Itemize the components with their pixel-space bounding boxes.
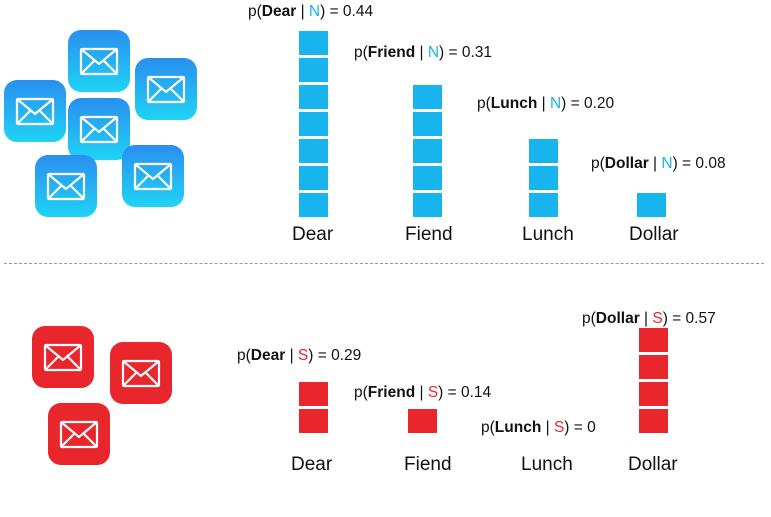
bar-block-lunch-normal: [529, 139, 558, 163]
bar-block-dear-normal: [299, 139, 328, 163]
prob-label-lunch-spam: p(Lunch | S) = 0: [481, 419, 596, 436]
section-divider: [4, 263, 764, 264]
word-label-lunch-spam: Lunch: [521, 454, 573, 475]
mail-envelope-icon: [68, 30, 130, 92]
word-label-fiend-normal: Fiend: [405, 224, 453, 245]
bar-block-dear-spam: [299, 382, 328, 406]
word-label-lunch-normal: Lunch: [522, 224, 574, 245]
bar-block-fiend-normal: [413, 193, 442, 217]
bar-block-lunch-normal: [529, 193, 558, 217]
mail-envelope-icon: [48, 403, 110, 465]
prob-label-lunch-normal: p(Lunch | N) = 0.20: [477, 95, 615, 112]
prob-label-dollar-spam: p(Dollar | S) = 0.57: [582, 310, 716, 327]
mail-envelope-icon: [35, 155, 97, 217]
prob-label-dear-normal: p(Dear | N) = 0.44: [248, 3, 374, 20]
bar-block-fiend-spam: [408, 409, 437, 433]
bar-block-fiend-normal: [413, 85, 442, 109]
mail-envelope-icon: [68, 98, 130, 160]
bar-block-fiend-normal: [413, 166, 442, 190]
bar-block-fiend-normal: [413, 139, 442, 163]
mail-envelope-icon: [135, 58, 197, 120]
mail-envelope-icon: [32, 326, 94, 388]
word-label-dear-normal: Dear: [292, 224, 334, 245]
prob-label-dollar-normal: p(Dollar | N) = 0.08: [591, 155, 726, 172]
bar-block-dollar-spam: [639, 382, 668, 406]
bar-block-dear-normal: [299, 193, 328, 217]
mail-envelope-icon: [122, 145, 184, 207]
bar-block-dear-normal: [299, 166, 328, 190]
prob-label-friend-spam: p(Friend | S) = 0.14: [354, 384, 492, 401]
word-label-fiend-spam: Fiend: [404, 454, 452, 475]
bar-block-dollar-spam: [639, 355, 668, 379]
bar-block-dollar-spam: [639, 328, 668, 352]
word-label-dollar-spam: Dollar: [628, 454, 678, 475]
bar-block-dear-spam: [299, 409, 328, 433]
bar-block-fiend-normal: [413, 112, 442, 136]
bar-block-dear-normal: [299, 85, 328, 109]
bar-block-dollar-spam: [639, 409, 668, 433]
prob-label-friend-normal: p(Friend | N) = 0.31: [354, 44, 493, 61]
bar-block-dear-normal: [299, 58, 328, 82]
bar-block-dollar-normal: [637, 193, 666, 217]
prob-label-dear-spam: p(Dear | S) = 0.29: [237, 347, 362, 364]
word-label-dear-spam: Dear: [291, 454, 333, 475]
bar-block-lunch-normal: [529, 166, 558, 190]
bar-block-dear-normal: [299, 31, 328, 55]
word-label-dollar-normal: Dollar: [629, 224, 679, 245]
mail-envelope-icon: [4, 80, 66, 142]
mail-envelope-icon: [110, 342, 172, 404]
bar-block-dear-normal: [299, 112, 328, 136]
